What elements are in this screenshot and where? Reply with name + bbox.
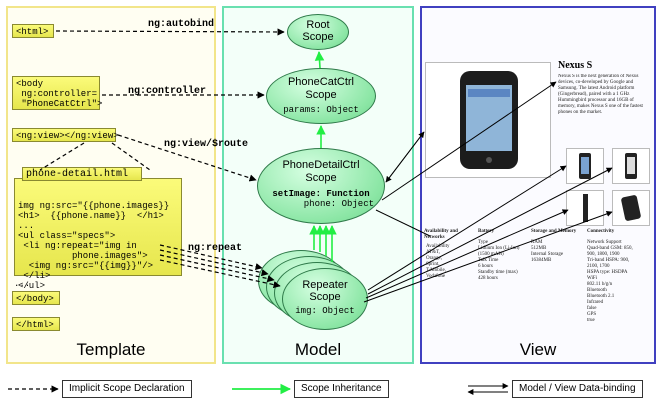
legend-data-binding: Model / View Data-binding [512,380,643,398]
phone-detail-partial: img ng:src="{{phone.images}} <h1> {{phon… [14,178,182,291]
partial-title: phone-detail.html [22,167,142,181]
spec-values-battery: Type Lithium Ion (Li-Ion) (1500 mAH) Tal… [478,240,520,281]
model-panel-title: Model [294,340,342,359]
root-scope-name: Root Scope [302,19,334,43]
legend-implicit-scope: Implicit Scope Declaration [62,380,192,398]
product-title: Nexus S [558,60,593,71]
spec-values-connectivity: Network Support Quad-band GSM: 850, 900,… [587,240,633,323]
ng-autobind-label: ng:autobind [148,19,215,30]
spec-header-connectivity: Connectivity [587,229,615,234]
ng-controller-label: ng:controller [128,86,207,97]
thumbnail-4[interactable] [612,190,650,226]
product-description: Nexus S is the next generation of Nexus … [558,74,643,115]
repeater-scope-img: img: Object [295,306,355,316]
body-controller-tag: <body ng:controller= "PhoneCatCtrl"> [12,76,102,110]
spec-values-storage: RAM 512MB Internal Storage 16384MB [531,240,564,263]
body-close-tag: </body> [12,291,60,305]
repeater-scope: Repeater Scope img: Object [282,268,368,330]
thumbnail-2[interactable] [612,148,650,184]
view-panel-title: View [519,340,557,359]
template-ellipsis: ... [14,279,31,289]
phonecatctrl-scope-name: PhoneCatCtrl Scope [287,76,355,101]
legend-lines [8,383,509,395]
scope-inheritance-arrows [309,51,337,262]
spec-header-availability: Availability and Networks [424,229,458,240]
main-phone-image [425,62,551,178]
implicit-scope-arrows [39,28,285,289]
phonecatctrl-scope: PhoneCatCtrl Scope params: Object [266,68,376,124]
root-scope: Root Scope [287,14,349,50]
partial-code: img ng:src="{{phone.images}} <h1> {{phon… [18,201,170,291]
phonedetailctrl-scope-setimage: setImage: Function [272,189,370,199]
ng-view-route-label: ng:view/$route [164,139,249,150]
thumbnail-3[interactable] [566,190,604,226]
repeater-scope-name: Repeater Scope [302,279,348,303]
legend-scope-inheritance: Scope Inheritance [294,380,389,398]
spec-header-battery: Battery [478,229,495,234]
phonedetailctrl-scope-name: PhoneDetailCtrl Scope [282,159,360,184]
phonedetailctrl-scope: PhoneDetailCtrl Scope setImage: Function… [257,148,385,224]
template-panel-title: Template [76,340,146,359]
spec-header-storage: Storage and Memory [531,229,577,234]
phonedetailctrl-scope-phone: phone: Object [303,199,374,209]
html-close-tag: </html> [12,317,60,331]
thumbnail-1[interactable] [566,148,604,184]
ngview-tag: <ng:view></ng:view> [12,128,119,142]
ng-repeat-label: ng:repeat [188,243,243,254]
phonecatctrl-scope-params: params: Object [283,105,359,115]
html-open-tag: <html> [12,24,54,38]
data-binding-arrows [363,81,613,303]
